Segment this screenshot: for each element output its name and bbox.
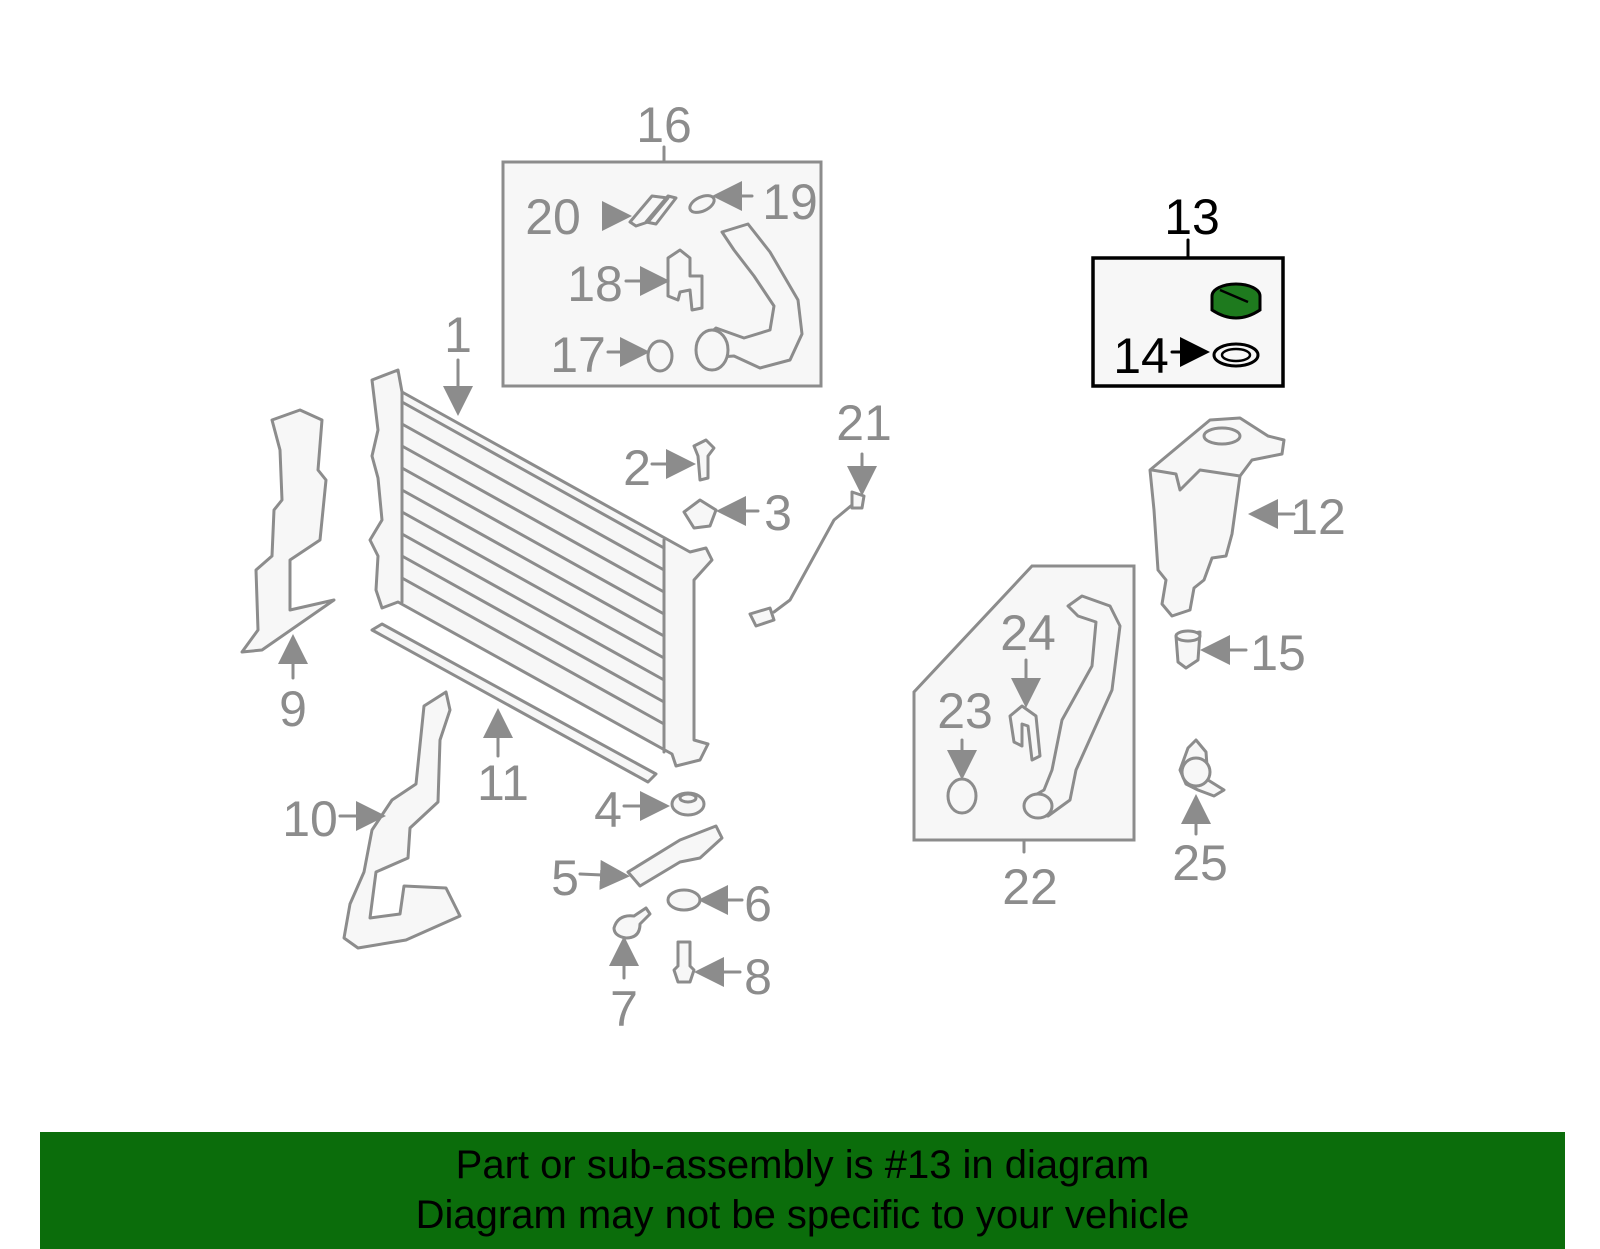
part-13-cap-body[interactable] (1210, 296, 1262, 320)
part-17-o-ring[interactable] (646, 339, 674, 373)
lower-hose-kit-group: 24 23 22 (912, 564, 1136, 915)
callout-21: 21 (836, 395, 892, 451)
part-3-grommet[interactable] (682, 498, 718, 530)
upper-hose-kit-group: 16 20 19 18 17 (501, 97, 823, 388)
part-20-clip[interactable] (628, 194, 678, 228)
callout-14: 14 (1113, 328, 1169, 384)
info-banner: Part or sub-assembly is #13 in diagram D… (40, 1132, 1565, 1249)
part-4-insulator[interactable] (670, 791, 706, 817)
callout-17: 17 (550, 327, 606, 383)
part-5-bracket[interactable] (626, 824, 724, 888)
callout-11: 11 (477, 755, 529, 811)
callout-20: 20 (525, 189, 581, 245)
callout-4: 4 (594, 782, 622, 838)
callout-6: 6 (744, 876, 772, 932)
part-12-coolant-reservoir[interactable] (1148, 416, 1286, 618)
callout-1: 1 (444, 307, 472, 363)
callout-22: 22 (1002, 859, 1058, 915)
part-11-seal-strip[interactable] (370, 622, 658, 784)
callout-8: 8 (744, 949, 772, 1005)
callout-2: 2 (623, 440, 651, 496)
upper-hose-end (694, 328, 730, 372)
part-9-group: 9 (240, 408, 336, 737)
callout-15: 15 (1250, 625, 1306, 681)
cap-assembly-group: 13 14 (1091, 189, 1285, 388)
callout-19: 19 (762, 174, 818, 230)
reservoir-filler-neck (1202, 426, 1242, 446)
callout-3: 3 (764, 485, 792, 541)
part-21-fitting (850, 490, 866, 510)
part-21-bleed-line[interactable] (772, 498, 860, 614)
part-12-group: 12 (1148, 416, 1346, 618)
callout-12: 12 (1290, 489, 1346, 545)
callout-25: 25 (1172, 835, 1228, 891)
part-21-end (748, 606, 776, 628)
radiator-group: 1 (368, 307, 714, 768)
part-15-group: 15 (1174, 625, 1306, 681)
callout-18: 18 (567, 256, 623, 312)
cap-assembly-box (1091, 256, 1285, 388)
part-6-insulator[interactable] (666, 888, 702, 912)
banner-disclaimer: Diagram may not be specific to your vehi… (415, 1193, 1190, 1237)
part-9-air-deflector[interactable] (240, 408, 336, 654)
callout-23: 23 (937, 683, 993, 739)
part-14-cap-seal[interactable] (1212, 342, 1260, 368)
callout-13: 13 (1164, 189, 1220, 245)
part-24-clip[interactable] (1008, 704, 1042, 762)
part-2-push-pin[interactable] (692, 438, 716, 482)
part-18-clip[interactable] (666, 248, 704, 312)
part-8-bolt[interactable] (672, 940, 696, 984)
banner-part-note: Part or sub-assembly is #13 in diagram (455, 1143, 1150, 1187)
mounting-hardware-group: 2 3 4 5 6 7 8 (551, 438, 792, 1037)
callout-5: 5 (551, 850, 579, 906)
part-23-o-ring[interactable] (946, 777, 978, 815)
callout-9: 9 (279, 681, 307, 737)
part-7-bolt[interactable] (612, 906, 652, 940)
part-21-group: 21 (748, 395, 892, 628)
radiator-core-fins (400, 390, 666, 754)
callout-24: 24 (1000, 605, 1056, 661)
part-25-group: 25 (1172, 738, 1228, 891)
callout-7: 7 (610, 981, 638, 1037)
callout-10: 10 (282, 791, 338, 847)
lower-hose-end (1022, 792, 1054, 820)
part-10-lower-deflector[interactable] (342, 690, 462, 950)
part-11-group: 11 (370, 622, 658, 811)
part-10-group: 10 (282, 690, 462, 950)
callout-16: 16 (636, 97, 692, 153)
